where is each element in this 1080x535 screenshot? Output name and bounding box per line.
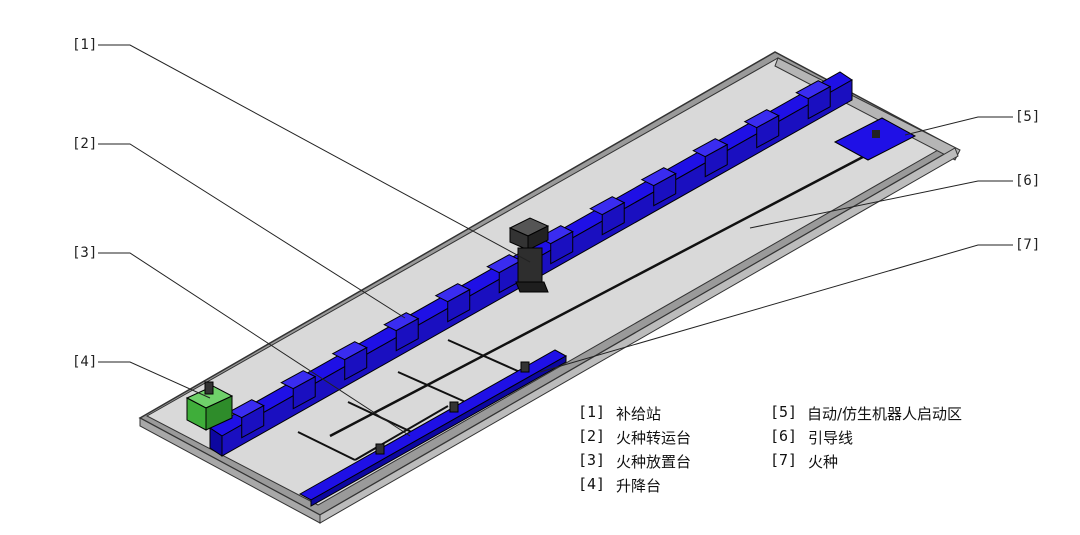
- spark-pegs: [375, 361, 530, 455]
- legend-row: [1] 补给站 [5] 自动/仿生机器人启动区: [578, 401, 962, 425]
- leader-lines: [98, 44, 1013, 437]
- wall-block-face: [447, 288, 471, 323]
- legend-number: [3]: [578, 450, 606, 469]
- wall-blocks: [228, 80, 832, 439]
- legend-name: 火种: [808, 452, 839, 471]
- wall-block-face: [756, 114, 780, 149]
- callout-label: [4]: [72, 354, 98, 370]
- start-zone: [833, 117, 917, 161]
- wall-block-face: [292, 375, 316, 410]
- wall-block-face: [395, 317, 419, 352]
- legend-number: [5]: [770, 402, 798, 421]
- wall-block-face: [807, 85, 831, 120]
- legend-number: [7]: [770, 450, 798, 469]
- wall-block-face: [241, 404, 265, 439]
- guide-line: [329, 146, 881, 438]
- legend-name: 自动/仿生机器人启动区: [806, 404, 962, 423]
- legend-number: [6]: [770, 426, 798, 445]
- supply-station: [508, 217, 550, 293]
- callout-label: [1]: [72, 37, 98, 53]
- spark-rail: [298, 349, 568, 507]
- legend-number: [4]: [578, 474, 606, 493]
- legend-number: [1]: [578, 402, 606, 421]
- legend-name: 火种转运台: [616, 428, 692, 447]
- callout-label: [2]: [72, 136, 98, 152]
- wall-block-face: [704, 143, 728, 178]
- legend-item: [2] 火种转运台: [578, 427, 770, 448]
- callout-label: [7]: [1015, 237, 1041, 253]
- callout-label: [5]: [1015, 109, 1041, 125]
- start-zone-marker: [872, 130, 880, 138]
- legend-name: 引导线: [808, 428, 854, 447]
- legend-number: [2]: [578, 426, 606, 445]
- legend-item: [4] 升降台: [578, 475, 770, 496]
- callout-label: [3]: [72, 245, 98, 261]
- legend-name: 补给站: [616, 404, 662, 423]
- lift-platform: [185, 381, 234, 431]
- legend-item: [7] 火种: [770, 451, 962, 472]
- legend-item: [5] 自动/仿生机器人启动区: [770, 403, 962, 424]
- legend: [1] 补给站 [5] 自动/仿生机器人启动区 [2] 火种转运台 [6] 引导线 [3…: [578, 401, 962, 497]
- legend-item: [1] 补给站: [578, 403, 770, 424]
- legend-name: 火种放置台: [616, 452, 692, 471]
- wall-block-face: [550, 230, 574, 265]
- legend-name: 升降台: [616, 476, 662, 495]
- legend-row: [4] 升降台: [578, 473, 962, 497]
- legend-row: [3] 火种放置台 [7] 火种: [578, 449, 962, 473]
- legend-row: [2] 火种转运台 [6] 引导线: [578, 425, 962, 449]
- legend-item: [6] 引导线: [770, 427, 962, 448]
- wall-block-face: [601, 201, 625, 236]
- wall-block-face: [344, 346, 368, 381]
- wall-block-face: [653, 172, 677, 207]
- callout-label: [6]: [1015, 173, 1041, 189]
- legend-item: [3] 火种放置台: [578, 451, 770, 472]
